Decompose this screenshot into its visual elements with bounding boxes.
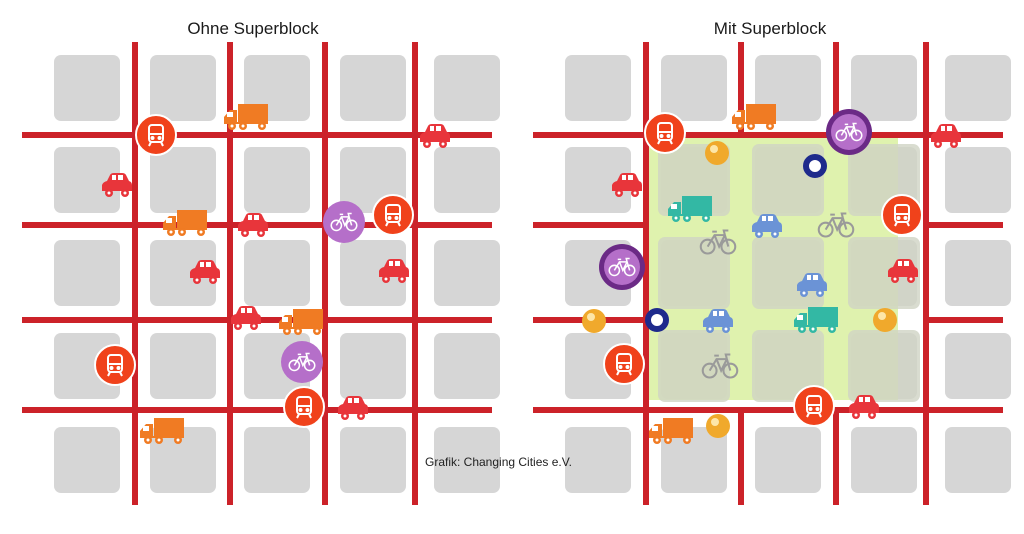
bus-stop-icon [793,385,835,427]
left-panel-title: Ohne Superblock [187,19,319,38]
bus-stop-icon [603,343,645,385]
city-block [150,147,216,213]
city-block [54,427,120,493]
pedestrian-icon [582,309,606,333]
city-block [434,147,500,213]
car-icon [238,213,268,237]
stop-marker-icon [645,308,669,332]
city-block [150,427,216,493]
city-block [340,55,406,121]
pedestrian-icon [705,141,729,165]
bus-stop-icon [94,344,136,386]
city-block [848,237,920,309]
city-block [340,240,406,306]
city-block [150,55,216,121]
road [923,42,929,505]
right-panel [533,42,1011,505]
city-block [150,240,216,306]
road [833,410,839,505]
city-block [945,240,1011,306]
truck-icon [649,418,693,444]
city-block [150,333,216,399]
city-block [565,55,631,121]
city-block [244,240,310,306]
truck-icon [163,210,207,236]
city-block [945,147,1011,213]
city-block [54,147,120,213]
truck-icon [140,418,184,444]
bus-stop-icon [372,194,414,236]
bike-station-icon [599,244,645,290]
city-block [54,240,120,306]
bike-station-icon [281,341,323,383]
bus-stop-icon [644,112,686,154]
city-block [851,427,917,493]
road [22,132,492,138]
city-block [434,333,500,399]
city-block [54,55,120,121]
pedestrian-icon [706,414,730,438]
city-block [945,427,1011,493]
bus-stop-icon [881,194,923,236]
city-block [661,427,727,493]
city-block [434,55,500,121]
city-block [848,330,920,402]
road [926,317,1003,323]
city-block [434,240,500,306]
truck-icon [279,309,323,335]
city-block [340,333,406,399]
road [833,42,839,135]
road [132,42,138,505]
right-panel-title: Mit Superblock [713,19,827,38]
road [533,132,1003,138]
city-block [658,330,730,402]
city-block [244,147,310,213]
car-icon [931,124,961,148]
road [533,222,646,228]
road [926,222,1003,228]
car-icon [420,124,450,148]
road [22,407,492,413]
road [412,42,418,505]
road [738,42,744,135]
city-block [565,427,631,493]
city-block [434,427,500,493]
pedestrian-icon [873,308,897,332]
car-icon [231,306,261,330]
city-block [340,427,406,493]
city-block [945,333,1011,399]
bike-station-icon [323,201,365,243]
city-block [851,55,917,121]
graphic-credit: Grafik: Changing Cities e.V. [425,455,572,469]
bus-stop-icon [283,386,325,428]
city-block [945,55,1011,121]
road [227,42,233,505]
road [643,42,649,505]
city-block [661,55,727,121]
city-block [752,330,824,402]
car-icon [338,396,368,420]
road [322,42,328,505]
bus-stop-icon [135,114,177,156]
city-block [755,427,821,493]
road [533,407,1003,413]
road [738,410,744,505]
bike-station-icon [826,109,872,155]
city-block [565,147,631,213]
city-block [244,427,310,493]
left-panel [22,42,500,505]
stop-marker-icon [803,154,827,178]
city-block [658,237,730,309]
